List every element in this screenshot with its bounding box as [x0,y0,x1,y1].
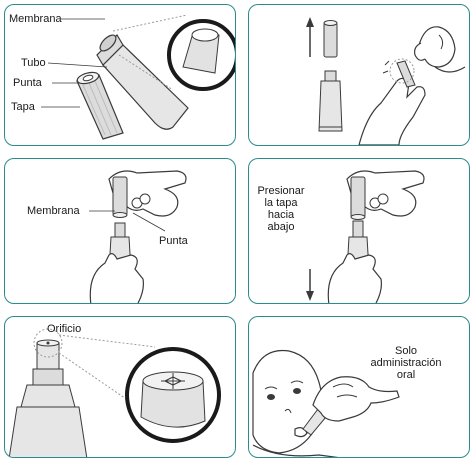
label-tapa: Tapa [11,101,35,113]
panel-step-4-press-cap: Presionar la tapa hacia abajo [248,158,470,304]
label-membrana-step3: Membrana [27,205,80,217]
oral-administration-note: Solo administración oral [361,345,451,381]
press-cap-line-1: Presionar [257,185,304,197]
press-cap-line-3: hacia [268,209,294,221]
panel-step-6-oral-administration: Solo administración oral [248,316,470,458]
panel-step-5-orifice: Orificio [4,316,236,458]
pierce-membrane-illustration [5,159,236,304]
lower-hand-illustration [328,254,381,304]
orifice-dot [47,342,50,345]
hand-illustration [359,78,425,145]
panel-step-3-pierce-membrane: Membrana Punta [4,158,236,304]
label-orificio: Orificio [47,323,81,335]
parts-illustration [5,5,236,146]
label-punta: Punta [13,77,42,89]
oral-note-line-3: oral [397,369,415,381]
lower-hand-illustration [90,254,143,304]
remove-cap-illustration [249,5,470,146]
cap-illustration [77,75,123,139]
label-punta-step3: Punta [159,235,188,247]
press-cap-line-4: abajo [268,221,295,233]
oral-note-line-1: Solo [395,345,417,357]
label-membrana: Membrana [9,13,62,25]
press-cap-line-2: la tapa [264,197,297,209]
panel-step-1-parts: Membrana Tubo Punta Tapa [4,4,236,146]
label-tubo: Tubo [21,57,46,69]
oral-administration-illustration [249,317,470,458]
hand-illustration [313,377,399,421]
orifice-illustration [5,317,236,458]
press-cap-instruction: Presionar la tapa hacia abajo [253,185,309,233]
oral-note-line-2: administración [371,357,442,369]
baby-face-illustration [253,350,322,453]
panel-step-2-remove-cap [248,4,470,146]
